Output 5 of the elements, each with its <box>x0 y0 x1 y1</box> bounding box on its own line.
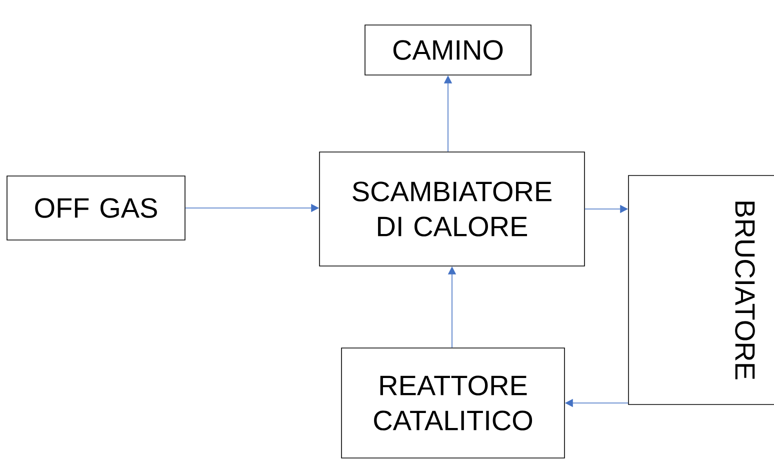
process-box: REATTORE CATALITICO <box>341 348 565 458</box>
process-box: SCAMBIATORE DI CALORE <box>319 152 585 266</box>
process-box: OFF GAS <box>6 176 186 240</box>
process-box: CAMINO <box>364 24 532 76</box>
process-box: BRUCIATORE <box>628 175 774 405</box>
